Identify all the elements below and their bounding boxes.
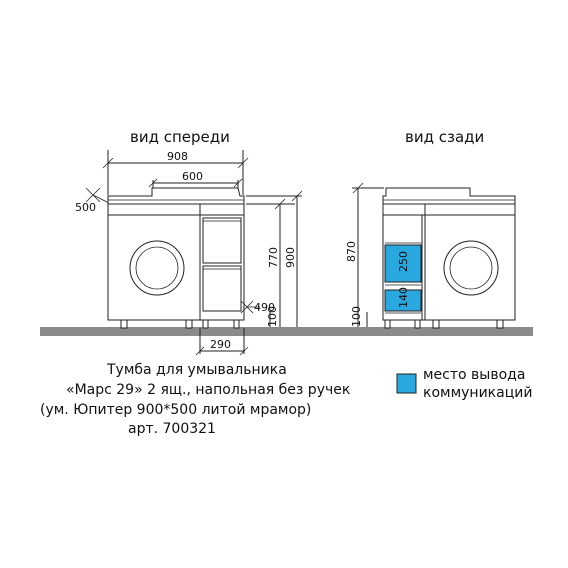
back-basin xyxy=(382,187,516,205)
back-washer-door xyxy=(443,240,499,296)
dim-600: 600 xyxy=(182,170,203,183)
dim-870: 870 xyxy=(345,241,358,262)
back-view-label: вид сзади xyxy=(405,128,484,146)
dim-100-front: 100 xyxy=(266,306,279,327)
dim-490: 490 xyxy=(254,301,275,314)
back-leg xyxy=(496,319,504,329)
back-leg xyxy=(432,319,440,329)
dim-290: 290 xyxy=(210,338,231,351)
dim-908: 908 xyxy=(167,150,188,163)
legend-line-2: коммуникаций xyxy=(423,385,532,401)
caption-line-3: (ум. Юпитер 900*500 литой мрамор) xyxy=(40,402,311,418)
floor xyxy=(40,327,533,336)
front-leg xyxy=(120,319,128,329)
caption-line-4: арт. 700321 xyxy=(128,421,216,437)
dim-770: 770 xyxy=(267,247,280,268)
front-leg xyxy=(233,319,240,329)
caption-line-2: «Марс 29» 2 ящ., напольная без ручек xyxy=(66,382,350,398)
front-drawer-1 xyxy=(202,217,242,264)
back-view: 250 140 870 100 xyxy=(345,182,516,329)
back-leg xyxy=(414,319,421,329)
dim-140: 140 xyxy=(397,287,410,308)
front-leg xyxy=(185,319,193,329)
front-view: 908 600 500 xyxy=(75,150,303,356)
comm-opening-upper xyxy=(384,244,422,283)
legend-line-1: место вывода xyxy=(423,367,525,383)
dim-100-back: 100 xyxy=(350,306,363,327)
front-cabinet xyxy=(107,203,201,321)
front-leg xyxy=(202,319,209,329)
front-washer-door xyxy=(129,240,185,296)
caption-line-1: Тумба для умывальника xyxy=(106,362,287,378)
dim-250: 250 xyxy=(397,251,410,272)
front-view-label: вид спереди xyxy=(130,128,230,146)
front-drawer-2 xyxy=(202,265,242,312)
front-basin xyxy=(107,187,245,205)
comm-opening-lower xyxy=(384,289,422,312)
dim-500: 500 xyxy=(75,201,96,214)
dim-900: 900 xyxy=(284,247,297,268)
back-leg xyxy=(384,319,391,329)
legend-swatch xyxy=(396,373,417,394)
